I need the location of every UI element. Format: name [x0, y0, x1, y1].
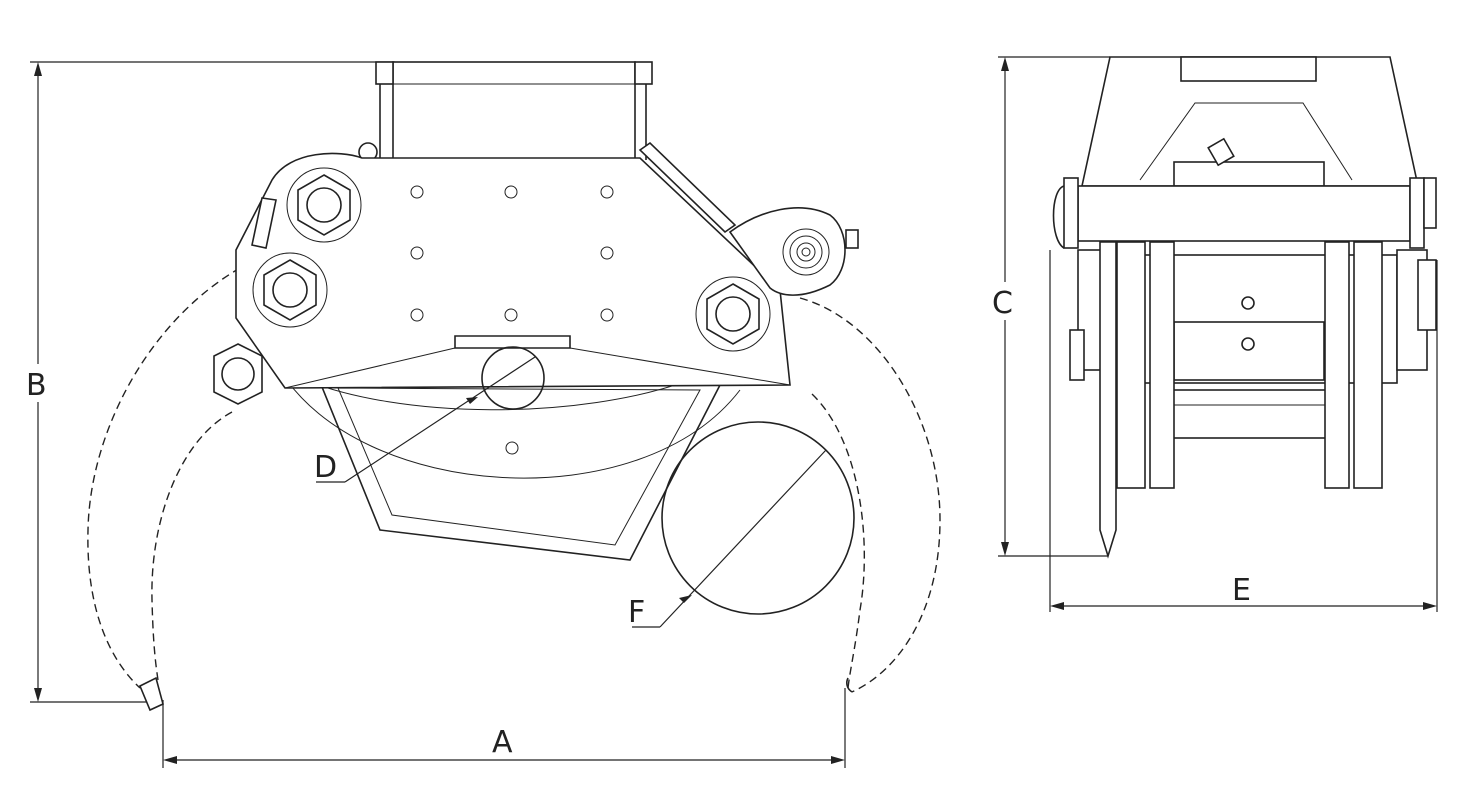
hex-nut-3	[695, 276, 771, 352]
label-a: A	[492, 725, 513, 760]
cylinder-bracket	[728, 207, 859, 296]
hex-nut-2	[252, 252, 328, 328]
right-tine-outline	[799, 297, 941, 693]
dimension-b: B	[24, 61, 395, 703]
top-mount-bracket	[358, 61, 653, 167]
hex-nut-4	[213, 343, 263, 405]
front-top-bracket	[1081, 56, 1419, 187]
front-tines	[1099, 241, 1383, 559]
label-c: C	[992, 286, 1013, 321]
front-cross-beam	[1052, 177, 1437, 249]
dimension-f: F	[628, 421, 855, 630]
side-view-drawing: B A	[24, 61, 941, 768]
label-b: B	[26, 368, 47, 403]
label-e: E	[1232, 573, 1251, 608]
dimension-d: D	[314, 346, 545, 485]
hex-nut-1	[286, 167, 362, 243]
dimension-a: A	[162, 688, 846, 768]
main-plate	[235, 141, 791, 389]
dimension-e: E	[1049, 250, 1438, 612]
left-tine-outline	[87, 267, 241, 712]
label-f: F	[628, 595, 645, 630]
front-view-drawing: C E	[990, 56, 1438, 612]
bolt-holes	[410, 185, 614, 455]
dimension-c: C	[990, 56, 1110, 557]
label-d: D	[314, 450, 337, 485]
